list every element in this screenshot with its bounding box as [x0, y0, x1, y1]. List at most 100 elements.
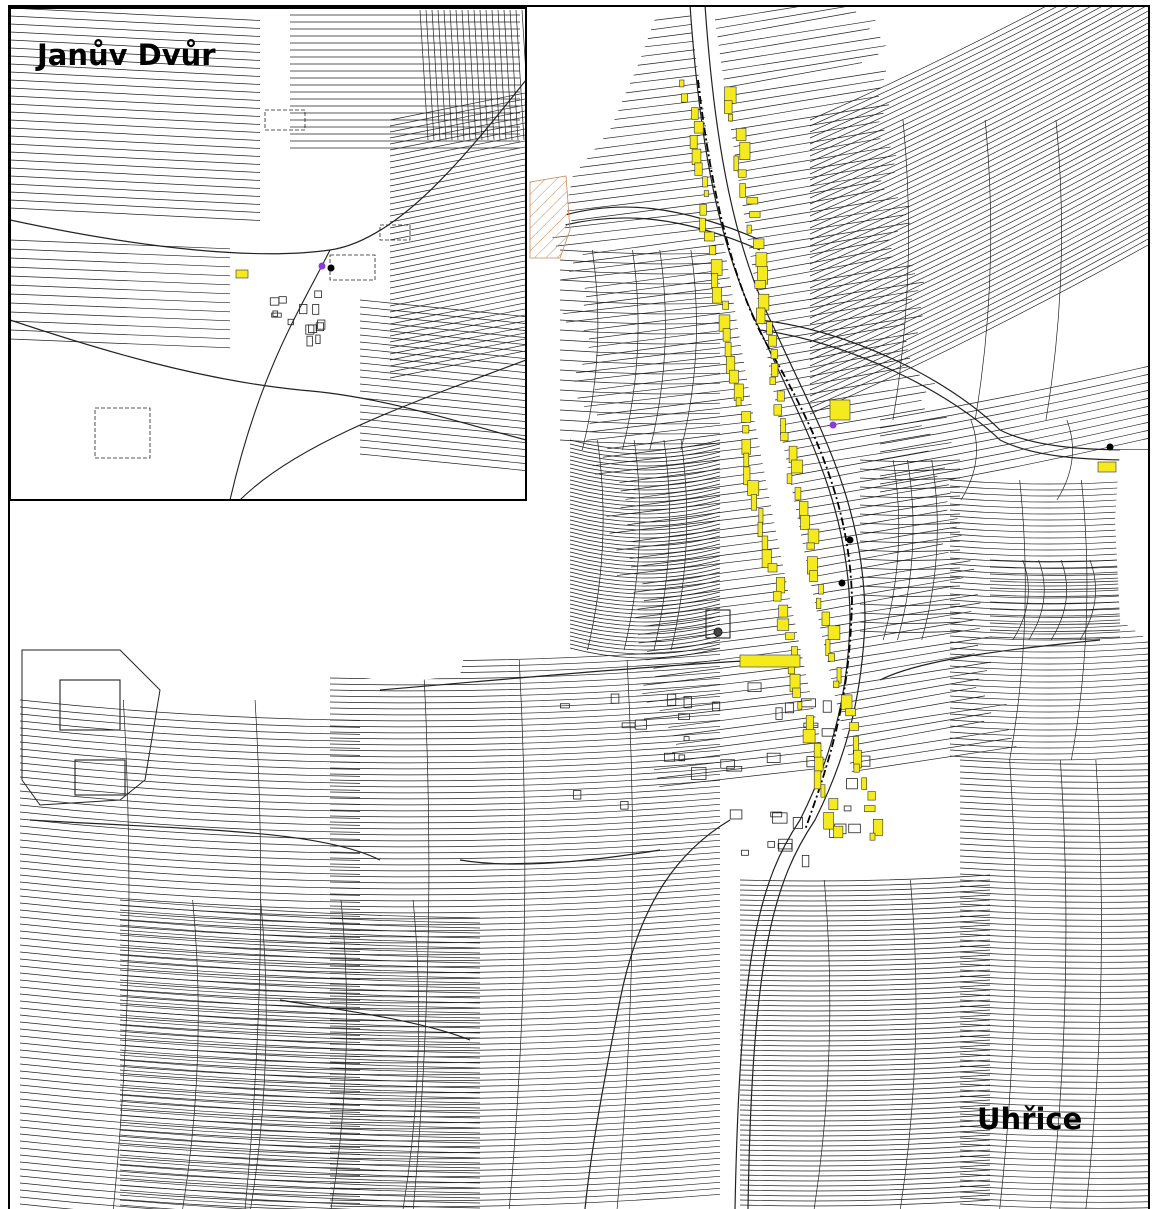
inset-parcel-line — [10, 39, 261, 53]
inset-strip — [479, 9, 489, 141]
block — [74, 759, 126, 796]
parcel-line — [329, 683, 721, 698]
strip-parcel — [789, 450, 929, 477]
rail-line — [697, 79, 853, 831]
parcel-line — [19, 867, 361, 889]
parcel-line — [989, 601, 1121, 604]
parcel-line — [119, 1054, 481, 1074]
parcel-divider — [999, 759, 1016, 1209]
parcel-line — [959, 957, 1149, 963]
parcel-line — [569, 479, 721, 491]
inset-road — [229, 249, 331, 500]
inset-parcel-line — [389, 230, 526, 259]
strip-parcel — [821, 611, 972, 637]
inset-parcel-line — [389, 146, 526, 175]
inset-parcel-line — [389, 314, 526, 343]
road-edge — [759, 329, 1149, 461]
parcel-line — [739, 1084, 991, 1092]
building — [699, 204, 707, 216]
inset-parcel-line — [10, 167, 261, 181]
inset-parcel-line — [389, 290, 526, 319]
building — [780, 432, 789, 442]
strip-parcel — [588, 328, 739, 348]
parcel-divider — [1028, 559, 1045, 641]
parcel-line — [959, 837, 1149, 843]
inset-parcel-line — [10, 151, 261, 165]
strip-parcel — [730, 104, 890, 131]
parcel-line — [879, 430, 1149, 485]
parcel-line — [19, 699, 361, 721]
building — [749, 211, 761, 218]
strip-parcel — [554, 66, 698, 87]
parcel-line — [959, 1125, 1149, 1131]
inset-parcel-line — [10, 338, 231, 349]
parcel-line — [119, 1079, 481, 1099]
parcel-line — [959, 765, 1149, 771]
parcel-line — [19, 951, 361, 973]
strip-parcel — [809, 551, 949, 578]
strip-parcel — [654, 750, 823, 771]
strip-parcel — [749, 222, 910, 249]
inset-parcel-line — [359, 341, 526, 359]
parcel-line — [329, 1169, 721, 1184]
parcel-line — [959, 1059, 1149, 1065]
parcel-line — [959, 861, 1149, 867]
strip-parcel — [754, 256, 893, 283]
inset-parcel-line — [389, 206, 526, 235]
strip-parcel — [736, 138, 881, 164]
strip-parcel — [755, 264, 913, 291]
parcel-line — [949, 677, 1149, 683]
parcel-line — [959, 939, 1149, 945]
parcel-line — [329, 731, 721, 746]
parcel-line — [569, 443, 721, 455]
parcel-line — [19, 748, 361, 770]
strip-parcel — [797, 492, 951, 519]
parcel-line — [739, 1079, 991, 1087]
parcel-line — [119, 1129, 481, 1149]
inset-small-building — [299, 304, 308, 315]
parcel-line — [119, 1174, 481, 1194]
road-edge — [879, 639, 1101, 681]
inset-parcel-line — [389, 182, 526, 211]
parcel-line — [809, 76, 1149, 247]
parcel-line — [959, 831, 1149, 837]
parcel-line — [959, 807, 1149, 813]
inset-road — [239, 359, 526, 500]
building — [735, 128, 747, 141]
parcel-divider — [882, 459, 900, 641]
inset-parcel-line — [10, 55, 261, 69]
parcel-line — [959, 1197, 1149, 1203]
parcel-line — [959, 1011, 1149, 1017]
strip-parcel — [792, 467, 946, 494]
inset-parcel-line — [389, 254, 526, 283]
parcel-line — [569, 647, 721, 659]
parcel-line — [739, 884, 991, 892]
parcel-line — [329, 959, 721, 974]
parcel-line — [809, 5, 1149, 163]
strip-parcel — [633, 572, 785, 593]
inset-parcel-line — [389, 98, 526, 127]
strip-parcel — [574, 361, 745, 382]
parcel-line — [739, 1034, 991, 1042]
parcel-line — [569, 543, 721, 555]
inset-parcels — [10, 8, 526, 500]
strip-parcel — [790, 459, 928, 485]
inset-small-building — [306, 335, 313, 347]
strip-parcel — [554, 125, 707, 146]
parcel-line — [809, 5, 1149, 127]
parcel-line — [119, 979, 481, 999]
strip-parcel — [564, 142, 709, 163]
parcel-line — [329, 1133, 721, 1148]
parcel-line — [329, 815, 721, 830]
inset-parcel-line — [359, 334, 526, 352]
inset-parcel-line — [359, 376, 526, 394]
parcel-line — [569, 523, 721, 535]
inset-parcel-line — [389, 212, 526, 241]
inset-parcel-line — [10, 87, 261, 101]
parcel-line — [959, 1023, 1149, 1029]
building-outline — [770, 811, 783, 818]
parcel-line — [329, 971, 721, 986]
parcel-line — [739, 1199, 991, 1207]
building — [711, 273, 719, 289]
parcel-line — [739, 1064, 991, 1072]
